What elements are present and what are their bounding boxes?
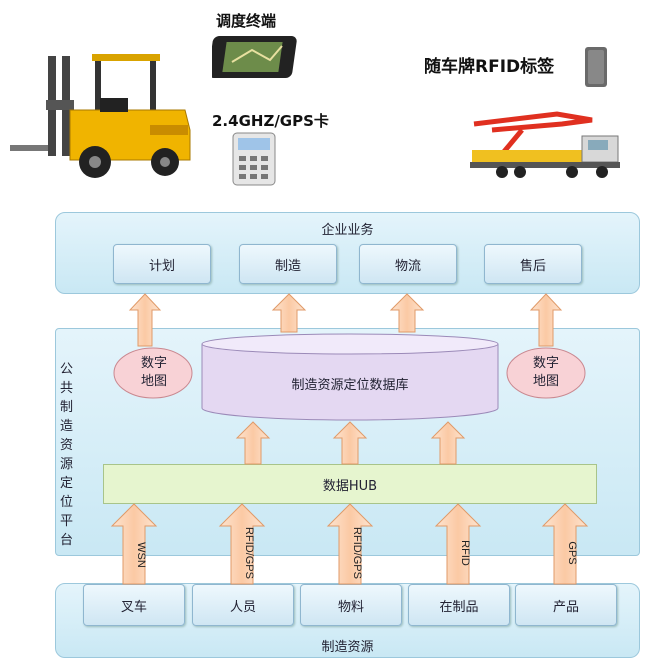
- rfid-tag-image: [585, 47, 607, 87]
- enterprise-item-after-sales: 售后: [484, 244, 582, 284]
- enterprise-item-logistics: 物流: [359, 244, 457, 284]
- dispatch-terminal-image: [212, 36, 297, 78]
- digital-map-left-shape: [113, 347, 193, 399]
- digital-map-left-label: 数字地图: [140, 356, 167, 389]
- gps-card-image: [232, 132, 276, 186]
- database-label: 制造资源定位数据库: [291, 378, 409, 393]
- arrow-db-to-manufacture: [271, 293, 307, 333]
- resource-item-material: 物料: [300, 584, 402, 626]
- digital-map-right-label: 数字地图: [532, 356, 559, 389]
- platform-vertical-label: 公共制造资源定位平台: [60, 362, 74, 548]
- resources-title: 制造资源: [321, 640, 374, 655]
- digital-map-right-shape: [506, 347, 586, 399]
- data-hub: 数据HUB: [103, 464, 597, 504]
- enterprise-item-plan: 计划: [113, 244, 211, 284]
- dispatch-terminal-label: 调度终端: [216, 12, 277, 30]
- arrow-db-to-logistics: [389, 293, 425, 333]
- rfid-tag-label: 随车牌RFID标签: [424, 57, 555, 77]
- resource-item-product: 产品: [515, 584, 617, 626]
- resource-item-personnel: 人员: [192, 584, 294, 626]
- resource-item-forklift: 叉车: [83, 584, 185, 626]
- resource-item-wip: 在制品: [408, 584, 510, 626]
- enterprise-title: 企业业务: [321, 223, 374, 238]
- forklift-image: [10, 54, 191, 178]
- enterprise-item-manufacture: 制造: [239, 244, 337, 284]
- gps-card-label: 2.4GHZ/GPS卡: [212, 112, 329, 130]
- database-cylinder: [201, 333, 499, 421]
- pump-truck-image: [470, 111, 620, 178]
